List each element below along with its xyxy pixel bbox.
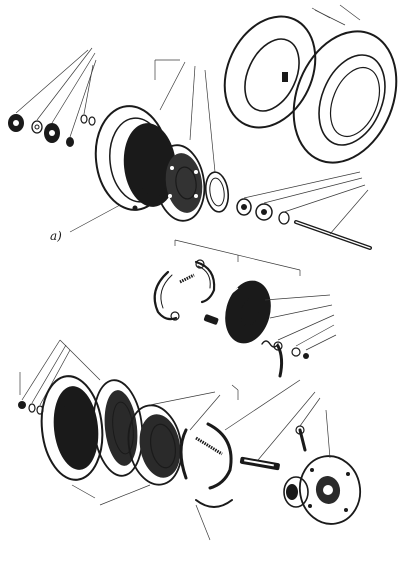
rear-brake-shoes xyxy=(179,422,233,508)
brake-group-bracket xyxy=(174,239,301,276)
rear-brake-drum xyxy=(127,404,183,486)
front-lining-ring xyxy=(204,171,230,213)
front-bearing-1 xyxy=(236,198,252,216)
front-hub-leaders xyxy=(154,59,369,235)
lever-spring xyxy=(261,340,279,348)
brake-shoe-right xyxy=(194,259,216,304)
front-spacer xyxy=(278,211,290,225)
brake-lever xyxy=(273,341,284,378)
rear-hub-flange xyxy=(298,455,362,525)
tube-tyre-leaders xyxy=(311,4,361,26)
stud-bolt xyxy=(80,114,96,126)
rear-group-leaders xyxy=(59,339,331,541)
rear-small-leaders xyxy=(19,339,71,406)
front-brake-drum xyxy=(154,144,206,222)
front-small-parts-leaders xyxy=(15,47,97,138)
rear-rim-outer xyxy=(40,375,104,481)
washer-2 xyxy=(66,137,74,147)
front-bearing-2 xyxy=(255,203,273,221)
rear-axle-key xyxy=(239,456,280,471)
rear-hub-boss xyxy=(283,476,309,508)
brake-backing-plate xyxy=(225,280,271,344)
hub-cap xyxy=(44,123,60,143)
rear-group-bracket xyxy=(231,384,239,400)
inner-tube xyxy=(223,15,317,129)
washer-1 xyxy=(31,120,43,134)
lever-nut xyxy=(291,347,309,359)
front-axle xyxy=(294,220,372,250)
rear-small-parts xyxy=(18,401,44,415)
callout-a-label: a) xyxy=(50,229,62,243)
brake-cam xyxy=(203,314,219,325)
rear-cam-lever xyxy=(295,425,307,452)
callout-a-leader xyxy=(69,204,121,233)
brake-shoe-left xyxy=(153,270,180,321)
valve-stem xyxy=(282,72,288,82)
front-wheel-rim xyxy=(94,105,177,211)
brake-group-leaders xyxy=(264,294,337,351)
tyre xyxy=(292,30,398,164)
hub-nut xyxy=(8,114,24,132)
brake-spring xyxy=(179,273,195,284)
